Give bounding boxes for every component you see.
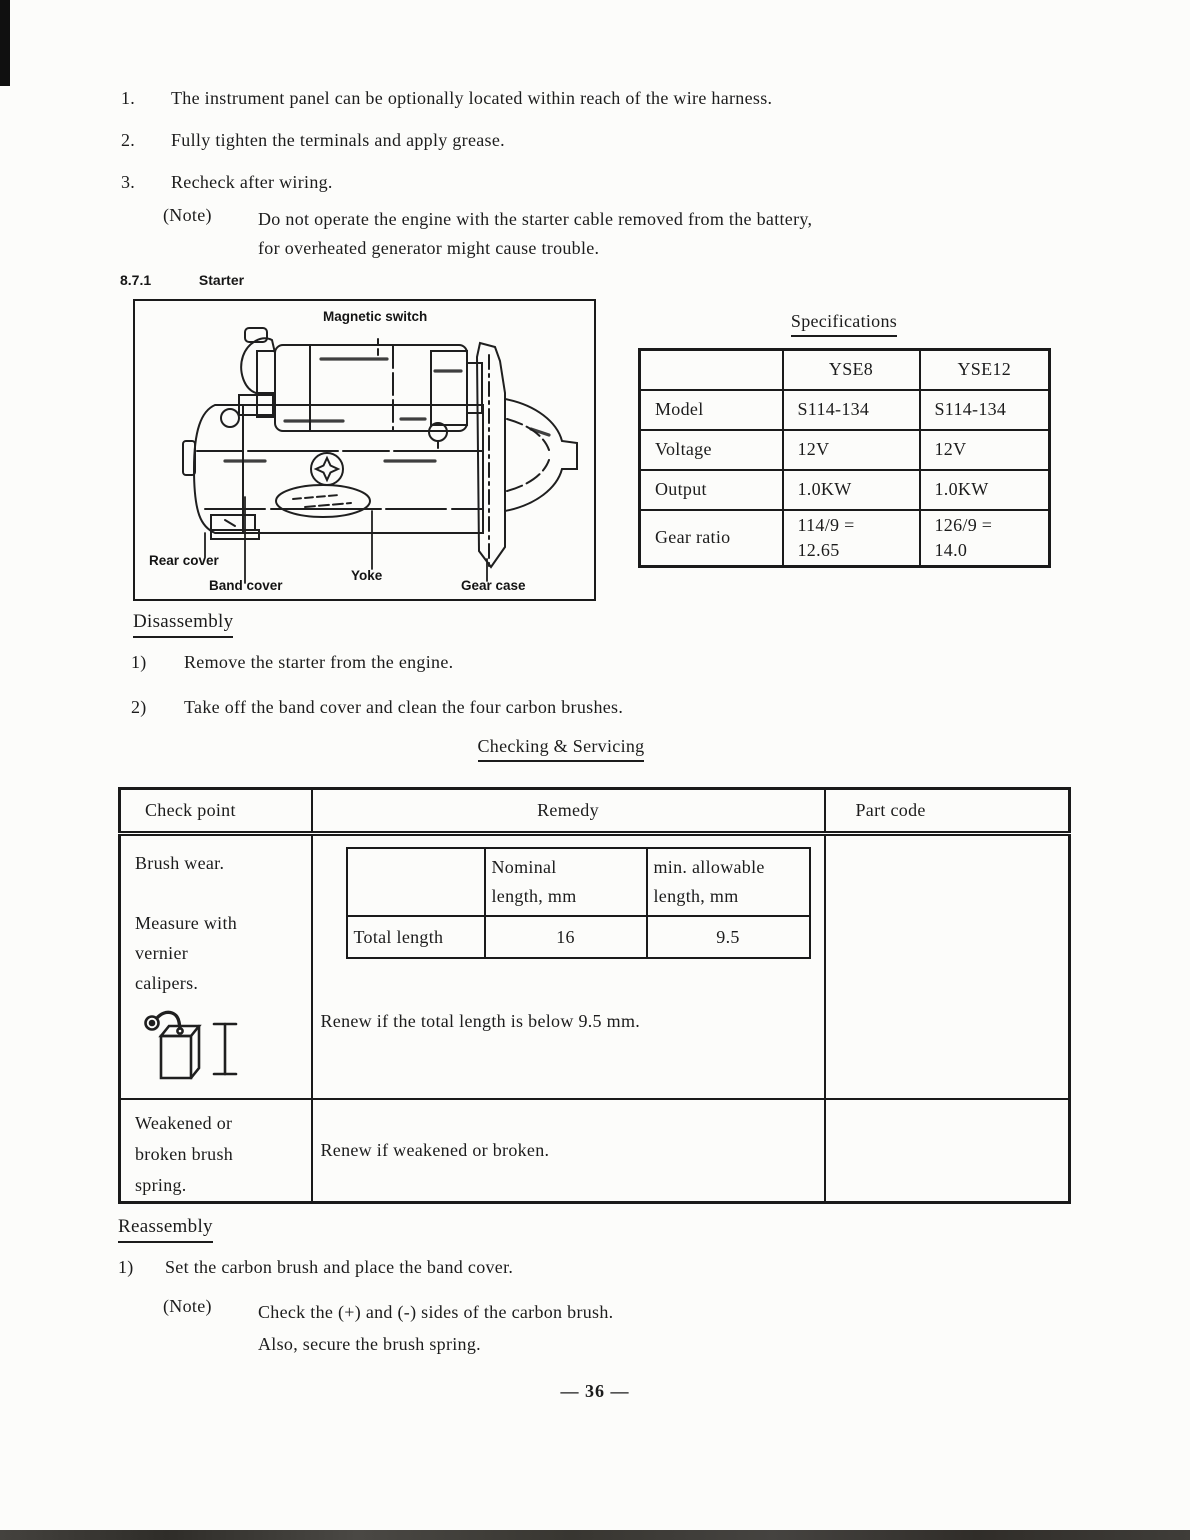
list-item-text: Fully tighten the terminals and apply gr…	[171, 130, 505, 150]
step-number: 2)	[131, 697, 147, 717]
checking-header-remedy: Remedy	[310, 787, 826, 836]
inner-min-value: 9.5	[645, 915, 811, 959]
disassembly-heading: Disassembly	[133, 611, 234, 638]
spec-corner-cell	[638, 348, 784, 391]
step-text: Set the carbon brush and place the band …	[165, 1257, 514, 1277]
checking-header-check-point: Check point	[118, 787, 313, 836]
reassembly-step-1: 1) Set the carbon brush and place the ba…	[118, 1257, 1018, 1278]
inner-header-min-allowable: min. allowable length, mm	[645, 847, 811, 917]
step-text: Take off the band cover and clean the fo…	[184, 697, 624, 717]
spec-value: 114/9 = 12.65	[781, 508, 921, 568]
check-point-text: Weakened or broken brush spring.	[135, 1113, 234, 1195]
spec-value: S114-134	[918, 388, 1051, 431]
note-label: (Note)	[163, 205, 212, 225]
figure-label-band-cover: Band cover	[209, 578, 283, 593]
checking-header-part-code: Part code	[823, 787, 1071, 836]
page-number: — 36 —	[560, 1381, 630, 1401]
note-text: Do not operate the engine with the start…	[258, 209, 813, 258]
brush-length-table: Nominal length, mm min. allowable length…	[345, 847, 811, 959]
list-item-3: 3. Recheck after wiring.	[121, 172, 1071, 193]
spec-value: S114-134	[781, 388, 921, 431]
disassembly-heading-wrap: Disassembly	[133, 611, 234, 638]
part-code-cell	[823, 1098, 1071, 1204]
checking-heading-wrap: Checking & Servicing	[0, 736, 1122, 762]
checking-row-brush-spring: Weakened or broken brush spring. Renew i…	[118, 1098, 1071, 1204]
step-number: 1)	[131, 652, 147, 672]
inner-corner-cell	[345, 847, 486, 917]
remedy-text: Renew if weakened or broken.	[310, 1098, 826, 1204]
list-item-1: 1. The instrument panel can be optionall…	[121, 88, 1071, 109]
figure-label-yoke: Yoke	[351, 568, 383, 583]
starter-figure: Magnetic switch Rear cover Band cover Yo…	[133, 299, 596, 601]
checking-header-row: Check point Remedy Part code	[118, 787, 1071, 836]
list-item-number: 3.	[121, 172, 136, 192]
reassembly-note-text: Check the (+) and (-) sides of the carbo…	[258, 1302, 614, 1354]
disassembly-step-1: 1) Remove the starter from the engine.	[131, 652, 1031, 673]
specifications-heading: Specifications	[790, 311, 898, 337]
scan-artifact-top-left	[0, 0, 10, 86]
spec-row-label: Gear ratio	[638, 508, 784, 568]
carbon-brush-icon	[144, 1010, 238, 1080]
part-code-cell	[823, 832, 1071, 1100]
spec-row-label: Voltage	[638, 428, 784, 471]
spec-value: 12V	[781, 428, 921, 471]
spec-value: 1.0KW	[781, 468, 921, 511]
list-item-number: 2.	[121, 130, 136, 150]
remedy-text: Renew if the total length is below 9.5 m…	[320, 1011, 641, 1031]
checking-row-brush-wear: Brush wear. Measure with vernier caliper…	[118, 832, 1071, 1100]
reassembly-heading-wrap: Reassembly	[118, 1216, 213, 1243]
reassembly-note-label: (Note)	[163, 1296, 212, 1316]
list-item-text: Recheck after wiring.	[171, 172, 333, 192]
specifications-heading-wrap: Specifications	[640, 311, 1048, 337]
inner-header-nominal: Nominal length, mm	[483, 847, 648, 917]
spec-value: 1.0KW	[918, 468, 1051, 511]
section-number: 8.7.1	[120, 272, 152, 288]
list-item-text: The instrument panel can be optionally l…	[171, 88, 773, 108]
figure-label-gear-case: Gear case	[461, 578, 526, 593]
checking-table: Check point Remedy Part code Brush wear.…	[118, 787, 1071, 1204]
step-number: 1)	[118, 1257, 134, 1277]
inner-row-label: Total length	[345, 915, 486, 959]
section-heading: 8.7.1 Starter	[120, 272, 244, 288]
spec-col-header-yse12: YSE12	[918, 348, 1051, 391]
specifications-table: YSE8 YSE12 Model S114-134 S114-134 Volta…	[638, 348, 1051, 568]
list-item-number: 1.	[121, 88, 136, 108]
scan-artifact-bottom-bar	[0, 1530, 1190, 1540]
spec-col-header-yse8: YSE8	[781, 348, 921, 391]
check-point-text: Brush wear. Measure with vernier caliper…	[135, 853, 238, 993]
disassembly-step-2: 2) Take off the band cover and clean the…	[131, 697, 1031, 718]
starter-diagram-drawing	[182, 327, 578, 584]
spec-value: 126/9 = 14.0	[918, 508, 1051, 568]
figure-label-magnetic-switch: Magnetic switch	[323, 309, 428, 324]
spec-value: 12V	[918, 428, 1051, 471]
figure-label-rear-cover: Rear cover	[149, 553, 219, 568]
list-item-2: 2. Fully tighten the terminals and apply…	[121, 130, 1071, 151]
inner-nominal-value: 16	[483, 915, 648, 959]
spec-row-label: Output	[638, 468, 784, 511]
reassembly-heading: Reassembly	[118, 1216, 213, 1243]
section-title: Starter	[198, 272, 245, 288]
step-text: Remove the starter from the engine.	[184, 652, 454, 672]
spec-row-label: Model	[638, 388, 784, 431]
checking-heading: Checking & Servicing	[477, 736, 645, 762]
